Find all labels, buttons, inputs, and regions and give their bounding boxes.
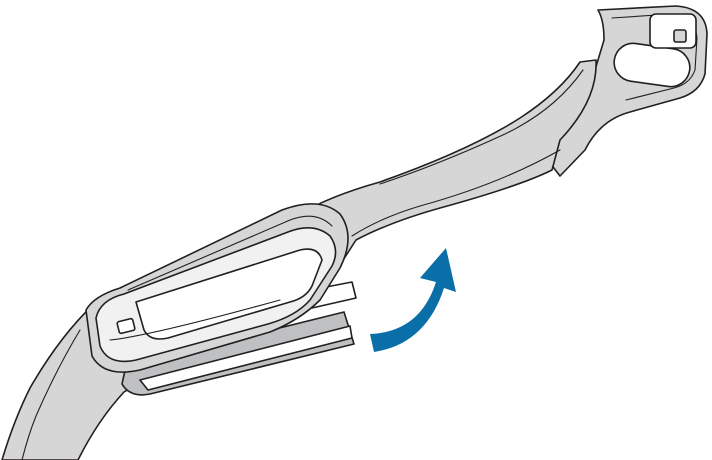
tracker-module	[95, 227, 337, 363]
strap-end-loop	[539, 5, 708, 177]
curved-rotate-arrow-icon	[370, 248, 456, 352]
home-button-icon	[116, 317, 136, 335]
band-collar-window	[127, 215, 333, 291]
